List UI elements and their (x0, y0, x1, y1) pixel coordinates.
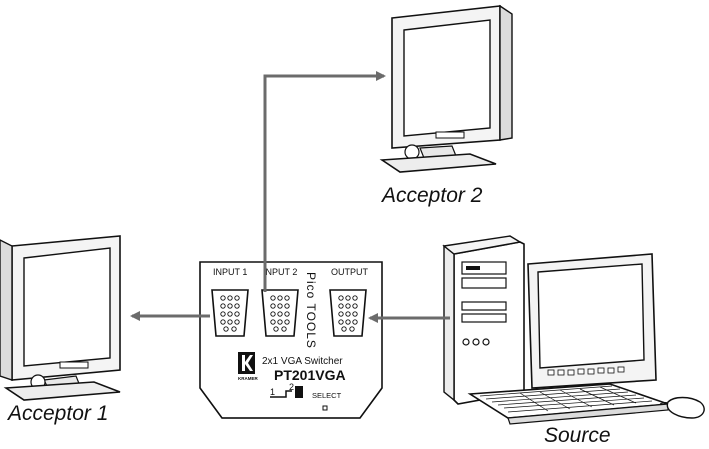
select-pos-2: 2 (289, 382, 294, 392)
family-label: Pico TOOLS (304, 272, 318, 349)
input-1-port (211, 289, 249, 337)
kramer-logo: KRAMER (238, 352, 258, 381)
acceptor-1-monitor (0, 235, 121, 401)
model-label: PT201VGA (274, 367, 346, 383)
output-port (329, 289, 367, 337)
input-2-port (261, 289, 299, 337)
source-caption: Source (544, 424, 611, 447)
power-led (322, 405, 328, 411)
acceptor-2-caption: Acceptor 2 (382, 184, 483, 207)
select-switch[interactable]: 1 2 SELECT (270, 382, 342, 400)
source-computer (442, 235, 705, 425)
acceptor-1-caption: Acceptor 1 (8, 402, 109, 425)
input-1-label: INPUT 1 (213, 267, 247, 277)
switcher-device: INPUT 1 INPUT 2 OUTPUT Pico TOOLS KRAMER… (199, 261, 383, 419)
brand-label: KRAMER (238, 376, 258, 381)
type-label: 2x1 VGA Switcher (262, 356, 343, 367)
acceptor-2-cable (263, 71, 386, 292)
select-pos-1: 1 (270, 387, 275, 397)
output-label: OUTPUT (331, 267, 369, 277)
input-2-label: INPUT 2 (263, 267, 297, 277)
select-label: SELECT (312, 391, 342, 400)
acceptor-2-monitor (379, 4, 513, 173)
